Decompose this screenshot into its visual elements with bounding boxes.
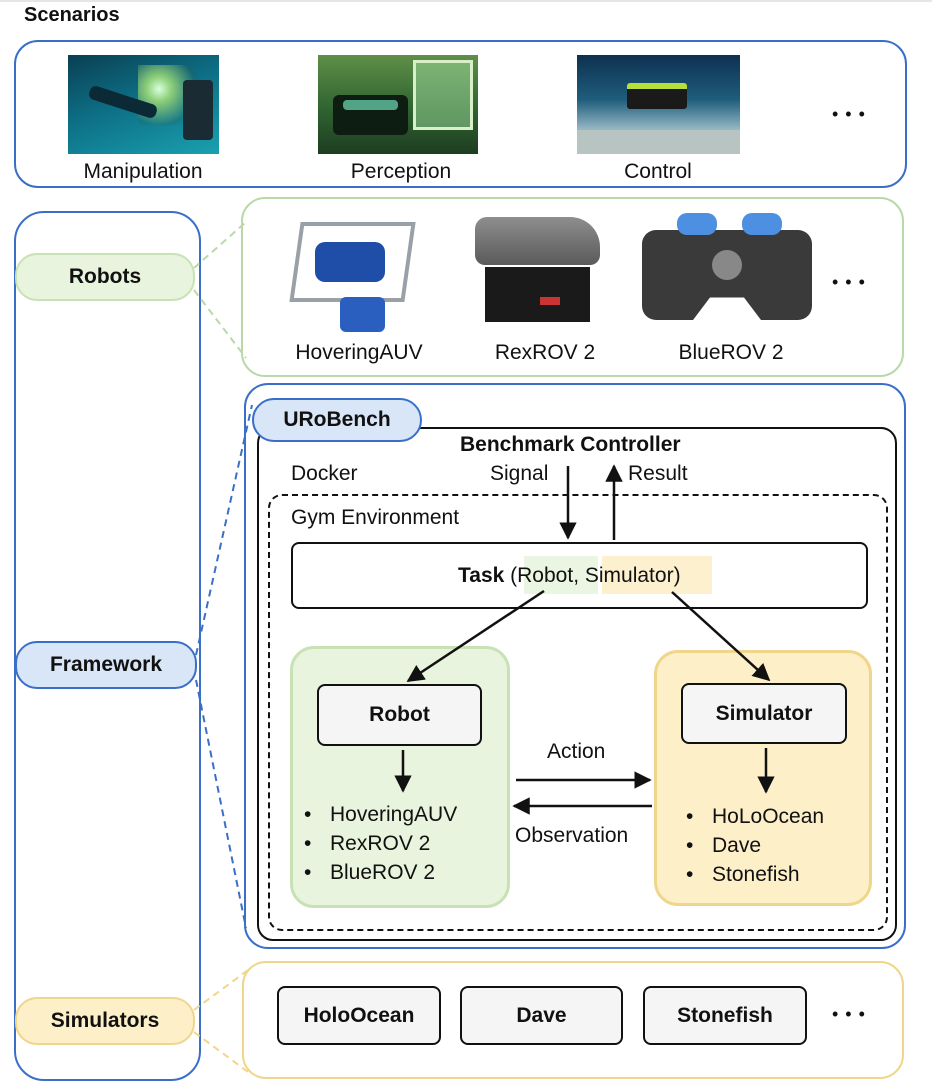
action-label: Action [547, 740, 606, 763]
manipulation-image [68, 55, 219, 154]
simulator-list-text: Dave [712, 834, 762, 857]
observation-label: Observation [515, 824, 629, 847]
simulators-panel [242, 961, 904, 1079]
hoveringauv-image [285, 212, 425, 340]
gym-environment-label: Gym Environment [291, 506, 460, 529]
framework-connector-top [195, 404, 253, 656]
robot-label-rexrov: RexROV 2 [494, 341, 596, 364]
signal-label: Signal [490, 462, 549, 485]
result-label: Result [628, 462, 688, 485]
scenario-label-manipulation: Manipulation [83, 160, 203, 183]
framework-connector-bottom [195, 679, 247, 929]
robots-pill-label: Robots [68, 265, 142, 288]
dave-box: Dave [460, 986, 623, 1045]
robots-connector-bottom [193, 289, 247, 359]
left-column [14, 211, 201, 1081]
robots-panel [241, 197, 904, 377]
task-comma: , [573, 564, 585, 587]
holoocean-box: HoloOcean [277, 986, 441, 1045]
robot-list-item: • BlueROV 2 [304, 861, 435, 885]
robot-list-item: • RexROV 2 [304, 832, 430, 856]
top-divider [0, 0, 932, 2]
simulator-box-title: Simulator [715, 701, 813, 725]
task-simulator: Simulator [584, 564, 674, 587]
robots-connector-top [193, 221, 247, 269]
bullet: • [686, 805, 694, 828]
gym-environment-box [268, 494, 888, 931]
task-bold: Task [458, 564, 505, 587]
task-open: ( [504, 564, 518, 587]
control-image [577, 55, 740, 154]
robot-list-text: HoveringAUV [330, 803, 458, 826]
scenarios-panel [14, 40, 907, 188]
robot-box-title: Robot [369, 703, 430, 726]
robot-list-text: BlueROV 2 [330, 861, 436, 884]
simulator-list-item: • Dave [686, 834, 761, 858]
robot-label-bluerov: BlueROV 2 [678, 341, 784, 364]
task-to-robot-arrow [406, 589, 545, 683]
bluerov-image [637, 210, 817, 328]
bullet: • [304, 803, 312, 826]
holoocean-label: HoloOcean [303, 1003, 415, 1027]
scenarios-heading: Scenarios [24, 4, 120, 26]
simulator-list-item: • HoLoOcean [686, 805, 824, 829]
task-close: ) [673, 564, 681, 587]
urobench-label: URoBench [283, 408, 391, 431]
task-robot-highlight [524, 556, 598, 594]
simulators-pill: Simulators [15, 997, 195, 1045]
simulators-pill-label: Simulators [50, 1009, 160, 1032]
stonefish-label: Stonefish [677, 1003, 773, 1027]
urobench-badge: URoBench [252, 398, 422, 442]
framework-pill-label: Framework [49, 653, 163, 676]
benchmark-box [257, 427, 897, 941]
docker-label: Docker [291, 462, 358, 485]
scenarios-more: • • • [832, 104, 866, 124]
task-robot: Robot [517, 564, 574, 587]
bullet: • [304, 861, 312, 884]
simulators-connector-top [193, 969, 249, 1011]
framework-panel [244, 383, 906, 949]
perception-image [318, 55, 478, 154]
simulator-box: Simulator [681, 683, 847, 744]
task-to-simulator-arrow [671, 591, 771, 682]
simulator-list-text: HoLoOcean [712, 805, 825, 828]
bullet: • [686, 834, 694, 857]
robots-pill: Robots [15, 253, 195, 301]
robots-more: • • • [832, 272, 866, 292]
benchmark-controller-label: Benchmark Controller [460, 433, 681, 456]
robot-list-text: RexROV 2 [330, 832, 431, 855]
simulators-connector-bottom [193, 1031, 249, 1073]
simulators-more: • • • [832, 1004, 866, 1024]
simulator-list-item: • Stonefish [686, 863, 800, 887]
bullet: • [304, 832, 312, 855]
dave-label: Dave [516, 1003, 567, 1027]
stonefish-box: Stonefish [643, 986, 807, 1045]
robot-label-hoveringauv: HoveringAUV [295, 341, 423, 364]
robot-box: Robot [317, 684, 482, 746]
task-simulator-highlight [602, 556, 712, 594]
framework-pill: Framework [15, 641, 197, 689]
scenario-label-perception: Perception [350, 160, 452, 183]
task-label: Task (Robot, Simulator) [458, 564, 681, 588]
simulator-list-text: Stonefish [712, 863, 800, 886]
rexrov-image [470, 212, 605, 332]
robot-list-item: • HoveringAUV [304, 803, 457, 827]
scenario-label-control: Control [624, 160, 692, 183]
bullet: • [686, 863, 694, 886]
